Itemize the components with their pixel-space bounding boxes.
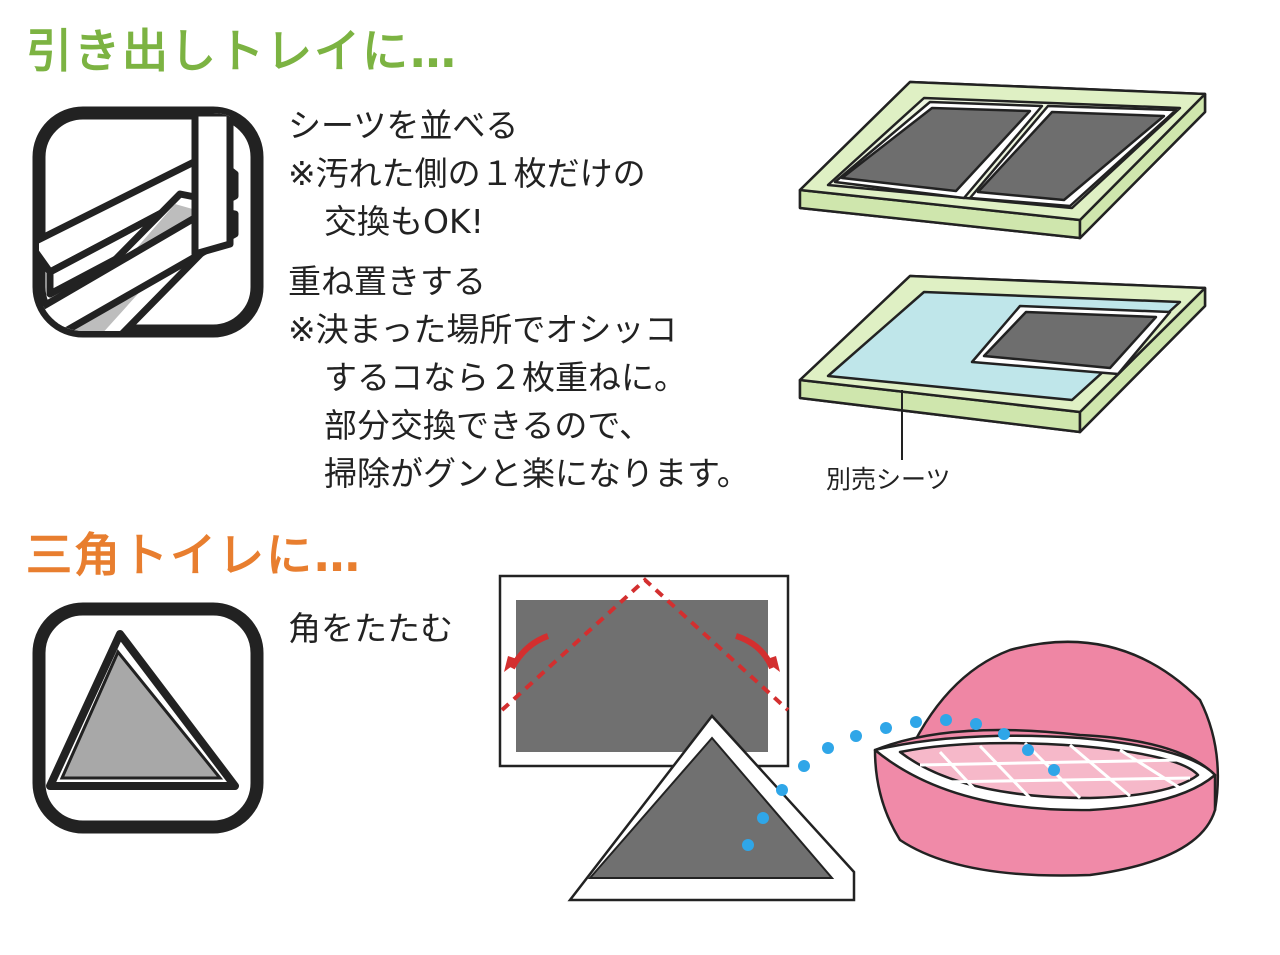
triangle-sheet-icon <box>30 600 266 836</box>
pink-litter-box <box>873 640 1220 877</box>
flat-sheet-diagram <box>498 574 790 768</box>
drawer-tray-icon <box>30 104 266 340</box>
placement-dotted-path <box>742 714 1060 851</box>
block2-note-line4: 掃除がグンと楽になります。 <box>324 454 750 493</box>
block2-note-line1: ※決まった場所でオシッコ <box>288 310 678 349</box>
section2-heading: 三角トイレに… <box>26 528 362 582</box>
section1-heading: 引き出しトレイに… <box>26 24 458 78</box>
tray-two-sheets-illustration <box>798 80 1207 240</box>
block2-title: 重ね置きする <box>288 262 486 301</box>
fold-and-litterbox-illustration <box>480 560 1260 920</box>
block1-note-line1: ※汚れた側の１枚だけの <box>288 154 646 193</box>
sold-separately-label: 別売シーツ <box>826 465 951 494</box>
folded-triangle-sheet <box>567 714 856 902</box>
block2-note-line3: 部分交換できるので、 <box>324 406 653 445</box>
fold-corner-instruction: 角をたたむ <box>288 609 453 648</box>
block1-title: シーツを並べる <box>288 106 519 145</box>
tray-stacked-sheets-illustration <box>798 274 1207 460</box>
tray-illustrations <box>780 80 1240 500</box>
block2-note-line2: するコなら２枚重ねに。 <box>324 358 687 397</box>
block1-note-line2: 交換もOK! <box>324 202 484 241</box>
